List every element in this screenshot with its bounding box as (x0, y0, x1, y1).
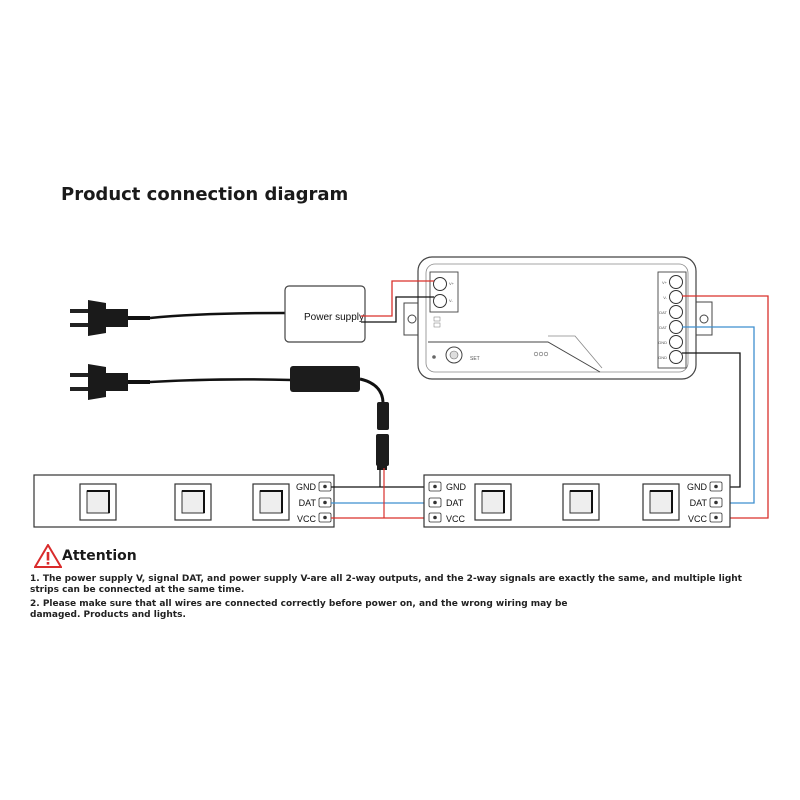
input-wires (361, 280, 434, 323)
strip2-in-gnd-label: GND (446, 482, 467, 492)
led-chip (642, 483, 680, 521)
strip2-out-vcc-label: VCC (688, 514, 708, 524)
strip2-in-dat-label: DAT (446, 498, 464, 508)
led-chip (562, 483, 600, 521)
warning-icon (34, 544, 62, 568)
output-pin-1: V+ (662, 280, 668, 285)
output-pin-2: V- (663, 295, 667, 300)
page-title: Product connection diagram (61, 184, 349, 205)
set-label: SET (470, 356, 480, 362)
plug-1 (70, 300, 286, 336)
strip2-out-dat-label: DAT (690, 498, 708, 508)
led-strip-2: GND DAT VCC GND DAT VCC (423, 474, 731, 528)
output-pin-4: DAT (659, 325, 667, 330)
led-chip (252, 483, 290, 521)
output-wires (682, 295, 769, 519)
plug-2 (70, 364, 293, 400)
controller: SET V+ V- V+ V- DAT DAT GND GND (403, 256, 713, 380)
attention-heading: Attention (34, 543, 137, 569)
strip1-gnd-label: GND (296, 482, 317, 492)
attention-notes: 1. The power supply V, signal DAT, and p… (30, 574, 742, 624)
led-chip (474, 483, 512, 521)
strip2-in-vcc-label: VCC (446, 514, 466, 524)
input-pin-1: V+ (449, 281, 455, 286)
strip-link-wires (331, 468, 427, 519)
led-strip-1: GND DAT VCC (33, 474, 335, 528)
power-adapter (290, 366, 389, 470)
power-supply-label: Power supply (304, 312, 364, 323)
input-pin-2: V- (449, 298, 453, 303)
output-pin-6: GND (658, 355, 667, 360)
note-2: 2. Please make sure that all wires are c… (30, 599, 568, 620)
power-supply-box: Power supply (284, 285, 366, 343)
output-pin-5: GND (658, 340, 667, 345)
led-chip (174, 483, 212, 521)
led-chip (79, 483, 117, 521)
strip1-dat-label: DAT (299, 498, 317, 508)
strip2-out-gnd-label: GND (687, 482, 708, 492)
output-pin-3: DAT (659, 310, 667, 315)
attention-title: Attention (62, 548, 137, 564)
note-1: 1. The power supply V, signal DAT, and p… (30, 574, 742, 595)
strip1-vcc-label: VCC (297, 514, 317, 524)
